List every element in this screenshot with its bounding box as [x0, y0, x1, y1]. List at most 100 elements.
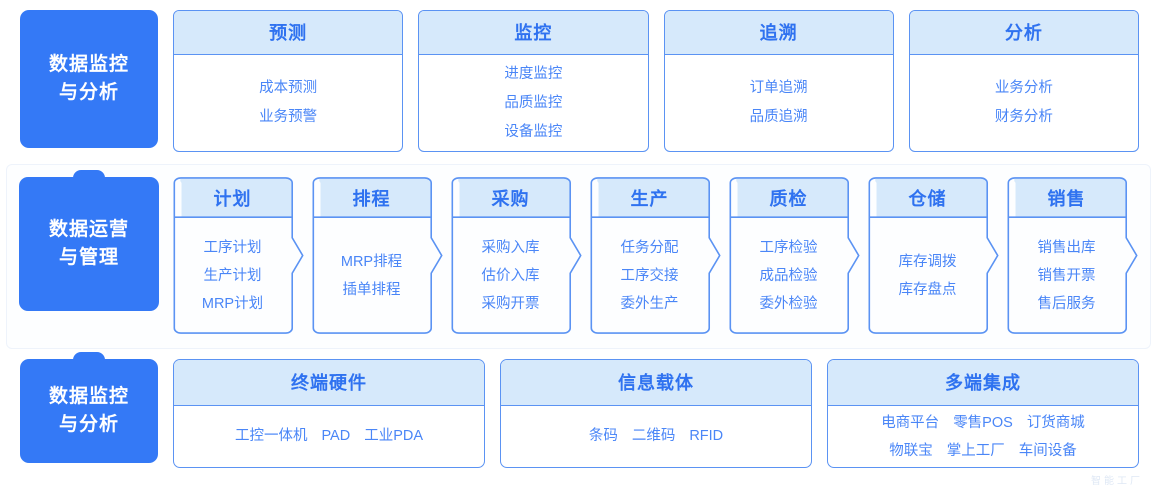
card-item[interactable]: 估价入库 — [481, 267, 540, 284]
row-label-block-middle: 数据运营 与管理 — [19, 170, 159, 311]
card-title: 采购 — [491, 188, 530, 209]
card-items: 工序计划 生产计划 MRP计划 — [173, 218, 292, 334]
notch-tab — [73, 352, 105, 366]
card-item[interactable]: 销售开票 — [1037, 267, 1096, 284]
card-title: 质检 — [769, 188, 808, 209]
card-items: 工序检验 成品检验 委外检验 — [729, 218, 848, 334]
card-title: 信息载体 — [501, 360, 811, 406]
card-item[interactable]: 工序检验 — [759, 239, 818, 256]
card-plan[interactable]: 计划 工序计划 生产计划 MRP计划 — [173, 177, 304, 334]
card-item[interactable]: 电商平台 — [881, 415, 940, 431]
card-item[interactable]: 库存调拨 — [898, 253, 957, 270]
card-item[interactable]: 销售出库 — [1037, 239, 1096, 256]
card-item[interactable]: 二维码 — [631, 427, 676, 444]
card-items: 销售出库 销售开票 售后服务 — [1007, 218, 1126, 334]
card-item[interactable]: 采购开票 — [481, 296, 540, 313]
card-item[interactable]: 零售POS — [953, 415, 1013, 431]
card-item[interactable]: 财务分析 — [994, 109, 1053, 125]
card-item[interactable]: MRP计划 — [201, 296, 264, 313]
card-item[interactable]: 品质追溯 — [749, 109, 808, 125]
chevron-card-shape — [312, 177, 443, 334]
card-scheduling[interactable]: 排程 MRP排程 插单排程 — [312, 177, 443, 334]
card-items: 任务分配 工序交接 委外生产 — [590, 218, 709, 334]
card-title: 生产 — [630, 188, 669, 209]
card-items: 业务分析 财务分析 — [910, 55, 1138, 151]
card-information-carrier[interactable]: 信息载体 条码 二维码 RFID — [500, 359, 812, 468]
card-item[interactable]: MRP排程 — [340, 253, 403, 270]
card-title: 终端硬件 — [174, 360, 484, 406]
card-multi-terminal-integration[interactable]: 多端集成 电商平台 零售POS 订货商城 物联宝 掌上工厂 车间设备 — [827, 359, 1139, 468]
card-items: 条码 二维码 RFID — [501, 406, 811, 467]
card-analysis[interactable]: 分析 业务分析 财务分析 — [908, 10, 1139, 152]
card-item[interactable]: 条码 — [588, 427, 618, 444]
card-sales[interactable]: 销售 销售出库 销售开票 售后服务 — [1007, 177, 1138, 334]
operations-container: 数据运营 与管理 计划 工序计划 生产计划 MRP计划 — [6, 164, 1151, 349]
card-title: 分析 — [909, 11, 1138, 55]
card-production[interactable]: 生产 任务分配 工序交接 委外生产 — [590, 177, 721, 334]
bottom-row-cards: 终端硬件 工控一体机 PAD 工业PDA 信息载体 条码 二维码 RFID 多端… — [173, 359, 1139, 468]
card-item[interactable]: 采购入库 — [481, 239, 540, 256]
row-operations-management: 数据运营 与管理 计划 工序计划 生产计划 MRP计划 — [0, 164, 1157, 349]
card-items: 工控一体机 PAD 工业PDA — [174, 406, 484, 467]
card-title: 多端集成 — [828, 360, 1138, 406]
card-item[interactable]: 掌上工厂 — [946, 442, 1005, 459]
row-monitoring-analysis-top: 数据监控 与分析 预测 成本预测 业务预警 监控 进度监控 品质监控 设备监控 … — [0, 0, 1157, 164]
card-item[interactable]: 物联宝 — [889, 442, 933, 459]
card-item[interactable]: 生产计划 — [203, 267, 262, 284]
card-item[interactable]: PAD — [321, 427, 351, 444]
card-quality-inspection[interactable]: 质检 工序检验 成品检验 委外检验 — [729, 177, 860, 334]
card-item[interactable]: 库存盘点 — [898, 282, 957, 298]
card-title: 销售 — [1047, 188, 1086, 209]
card-item[interactable]: 委外生产 — [620, 296, 679, 313]
row-label-text: 数据监控 与分析 — [48, 53, 129, 104]
chevron-card-shape — [590, 177, 721, 334]
card-item[interactable]: 订单追溯 — [749, 80, 808, 96]
card-item[interactable]: 售后服务 — [1037, 296, 1096, 313]
card-warehouse[interactable]: 仓储 库存调拨 库存盘点 — [868, 177, 999, 334]
card-item[interactable]: 成品检验 — [759, 267, 818, 284]
card-item[interactable]: 成本预测 — [259, 80, 318, 96]
row-label-block-top: 数据监控 与分析 — [20, 10, 158, 148]
card-title: 预测 — [174, 11, 403, 55]
chevron-card-shape — [173, 177, 304, 334]
card-item[interactable]: 工序计划 — [203, 239, 262, 256]
chevron-card-shape — [868, 177, 999, 334]
card-purchasing[interactable]: 采购 采购入库 估价入库 采购开票 — [451, 177, 582, 334]
card-traceability[interactable]: 追溯 订单追溯 品质追溯 — [663, 10, 894, 152]
card-item[interactable]: 工业PDA — [364, 427, 424, 444]
chevron-card-shape — [729, 177, 860, 334]
chevron-card-shape — [1007, 177, 1138, 334]
card-item[interactable]: 订货商城 — [1026, 415, 1085, 431]
card-items: 库存调拨 库存盘点 — [868, 218, 987, 334]
card-monitoring[interactable]: 监控 进度监控 品质监控 设备监控 — [418, 10, 649, 152]
card-items: 进度监控 品质监控 设备监控 — [419, 55, 647, 151]
card-item[interactable]: RFID — [689, 427, 724, 444]
row-monitoring-analysis-bottom: 数据监控 与分析 终端硬件 工控一体机 PAD 工业PDA 信息载体 条码 二维… — [0, 349, 1157, 482]
card-item[interactable]: 设备监控 — [504, 123, 563, 140]
card-item[interactable]: 车间设备 — [1018, 442, 1077, 459]
card-item[interactable]: 业务分析 — [994, 80, 1053, 96]
card-terminal-hardware[interactable]: 终端硬件 工控一体机 PAD 工业PDA — [173, 359, 485, 468]
middle-row-cards: 计划 工序计划 生产计划 MRP计划 — [173, 177, 1138, 334]
card-title: 监控 — [419, 11, 648, 55]
notch-tab — [73, 170, 105, 184]
row-label-block-bottom: 数据监控 与分析 — [20, 352, 158, 463]
chevron-card-shape — [451, 177, 582, 334]
card-item[interactable]: 品质监控 — [504, 94, 563, 111]
card-item[interactable]: 插单排程 — [342, 282, 401, 298]
card-items: 订单追溯 品质追溯 — [665, 55, 893, 151]
card-items: 电商平台 零售POS 订货商城 物联宝 掌上工厂 车间设备 — [848, 406, 1118, 467]
card-items: 采购入库 估价入库 采购开票 — [451, 218, 570, 334]
row-label-text: 数据运营 与管理 — [48, 218, 129, 269]
card-items: 成本预测 业务预警 — [174, 55, 402, 151]
card-item[interactable]: 工控一体机 — [234, 427, 308, 444]
card-item[interactable]: 业务预警 — [259, 109, 318, 125]
card-item[interactable]: 工序交接 — [620, 267, 679, 284]
card-forecast[interactable]: 预测 成本预测 业务预警 — [173, 10, 404, 152]
card-title: 追溯 — [664, 11, 893, 55]
card-item[interactable]: 进度监控 — [504, 65, 563, 82]
card-item[interactable]: 任务分配 — [620, 239, 679, 256]
card-items: MRP排程 插单排程 — [312, 218, 431, 334]
card-item[interactable]: 委外检验 — [759, 296, 818, 313]
